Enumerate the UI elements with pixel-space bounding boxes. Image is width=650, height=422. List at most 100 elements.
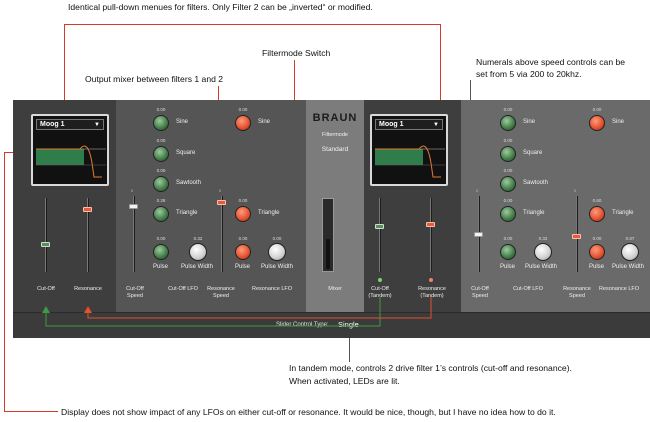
lfo3-sine-knob[interactable] bbox=[500, 115, 516, 131]
lfo4-speed-thumb[interactable] bbox=[572, 234, 581, 239]
filter1-cutoff-thumb[interactable] bbox=[41, 242, 50, 247]
lfo1-square-knob[interactable] bbox=[153, 146, 169, 162]
lfo3-pulse-knob[interactable] bbox=[500, 244, 516, 260]
lfo4-resonance-label: Resonance bbox=[563, 286, 591, 292]
lfo1-footer-label: Cut-Off LFO bbox=[168, 286, 198, 292]
leader-line-display-bottom bbox=[4, 411, 58, 412]
slider-control-type-label: Slider Control Type: bbox=[276, 322, 329, 328]
lfo3-sine-value: 0.00 bbox=[503, 107, 513, 112]
lfo4-sine-knob[interactable] bbox=[589, 115, 605, 131]
lfo4-sine-value: 0.00 bbox=[592, 107, 602, 112]
annotation-numerals-line1: Numerals above speed controls can be bbox=[476, 57, 626, 67]
filter2-cutoff-tandem-led bbox=[378, 278, 382, 282]
braun-logo: BRAUN bbox=[312, 112, 358, 124]
lfo1-pulse-label: Pulse bbox=[153, 264, 169, 270]
lfo3-pulse-width-value: 0.32 bbox=[538, 236, 548, 241]
leader-line-tandem bbox=[349, 336, 350, 362]
lfo1-speed-track[interactable] bbox=[133, 196, 135, 272]
lfo-section-1 bbox=[116, 100, 306, 312]
lfo2-resonance-label: Resonance bbox=[207, 286, 235, 292]
lfo2-pulse-value: 0.00 bbox=[238, 236, 248, 241]
lfo2-speed-track[interactable] bbox=[221, 196, 223, 272]
filter2-resonance-track[interactable] bbox=[430, 198, 432, 272]
lfo1-pulse-width-knob[interactable] bbox=[189, 243, 207, 261]
filter2-resonance-thumb[interactable] bbox=[426, 222, 435, 227]
lfo1-speed-thumb[interactable] bbox=[129, 204, 138, 209]
mixer-slider-track[interactable] bbox=[322, 198, 334, 272]
lfo3-triangle-knob[interactable] bbox=[500, 206, 516, 222]
lfo2-speed-thumb[interactable] bbox=[217, 200, 226, 205]
lfo2-pulse-label: Pulse bbox=[235, 264, 251, 270]
annotation-tandem-line2: When activated, LEDs are lit. bbox=[289, 376, 400, 386]
lfo2-pulse-width-label: Pulse Width bbox=[261, 264, 294, 270]
lfo3-square-label: Square bbox=[523, 150, 543, 156]
lfo4-pulse-label: Pulse bbox=[589, 264, 605, 270]
lfo3-triangle-label: Triangle bbox=[523, 210, 545, 216]
annotation-pulldown-menus: Identical pull-down menues for filters. … bbox=[68, 2, 373, 12]
filter1-display: Moog 1 ▼ bbox=[31, 114, 109, 186]
lfo1-speed-tick: 0 bbox=[131, 188, 134, 193]
lfo2-sine-label: Sine bbox=[258, 119, 271, 125]
lfo2-pulse-width-value: 0.00 bbox=[272, 236, 282, 241]
lfo1-pulse-value: 0.00 bbox=[156, 236, 166, 241]
lfo4-pulse-width-knob[interactable] bbox=[621, 243, 639, 261]
lfo1-sawtooth-knob[interactable] bbox=[153, 176, 169, 192]
filter2-cutoff-label: Cut-Off bbox=[371, 286, 389, 292]
lfo1-triangle-knob[interactable] bbox=[153, 206, 169, 222]
lfo4-footer-label: Resonance LFO bbox=[598, 286, 640, 292]
lfo1-sawtooth-value: 0.00 bbox=[156, 168, 166, 173]
leader-line-menus bbox=[64, 24, 441, 25]
lfo2-triangle-label: Triangle bbox=[258, 210, 280, 216]
lfo4-pulse-knob[interactable] bbox=[589, 244, 605, 260]
red-tandem-arrow bbox=[84, 296, 432, 319]
filter1-preset-dropdown[interactable]: Moog 1 ▼ bbox=[36, 119, 104, 130]
lfo2-sine-knob[interactable] bbox=[235, 115, 251, 131]
lfo3-square-value: 0.00 bbox=[503, 138, 513, 143]
annotation-filtermode-switch: Filtermode Switch bbox=[262, 48, 331, 58]
chevron-down-icon: ▼ bbox=[94, 122, 100, 128]
lfo1-pulse-knob[interactable] bbox=[153, 244, 169, 260]
filter1-resonance-track[interactable] bbox=[87, 198, 89, 272]
filter2-display: Moog 1 ▼ bbox=[370, 114, 448, 186]
lfo2-pulse-width-knob[interactable] bbox=[268, 243, 286, 261]
lfo2-triangle-knob[interactable] bbox=[235, 206, 251, 222]
lfo4-sine-label: Sine bbox=[612, 119, 625, 125]
synth-panel: Moog 1 ▼ Cut-Off Resonance 0 0.00 Sine 0… bbox=[13, 100, 650, 338]
lfo2-pulse-knob[interactable] bbox=[235, 244, 251, 260]
filter2-cutoff-thumb[interactable] bbox=[375, 224, 384, 229]
lfo3-sine-label: Sine bbox=[523, 119, 536, 125]
lfo1-pulse-width-label: Pulse Width bbox=[181, 264, 214, 270]
filter2-preset-label: Moog 1 bbox=[379, 121, 404, 128]
mixer-label: Mixer bbox=[328, 286, 342, 292]
filter1-cutoff-track[interactable] bbox=[45, 198, 47, 272]
lfo3-sawtooth-value: 0.00 bbox=[503, 168, 513, 173]
filter2-cutoff-track[interactable] bbox=[379, 198, 381, 272]
lfo3-pulse-width-knob[interactable] bbox=[534, 243, 552, 261]
lfo4-triangle-label: Triangle bbox=[612, 210, 634, 216]
leader-line-display bbox=[4, 152, 5, 412]
filter2-preset-dropdown[interactable]: Moog 1 ▼ bbox=[375, 119, 443, 130]
lfo1-pulse-width-value: 0.32 bbox=[193, 236, 203, 241]
lfo3-speed-tick: 0 bbox=[476, 188, 479, 193]
slider-control-type-select[interactable]: Single bbox=[338, 320, 359, 329]
lfo1-sawtooth-label: Sawtooth bbox=[176, 180, 202, 186]
lfo3-speed-thumb[interactable] bbox=[474, 232, 483, 237]
lfo2-triangle-value: 0.00 bbox=[238, 198, 248, 203]
lfo1-sine-knob[interactable] bbox=[153, 115, 169, 131]
lfo3-speed-label: Speed bbox=[472, 293, 488, 299]
filter1-preset-label: Moog 1 bbox=[40, 121, 65, 128]
lfo3-sawtooth-knob[interactable] bbox=[500, 176, 516, 192]
lfo2-speed-label: Speed bbox=[213, 293, 229, 299]
lfo4-speed-tick: 0 bbox=[574, 188, 577, 193]
lfo3-pulse-label: Pulse bbox=[500, 264, 516, 270]
lfo1-speed-label: Speed bbox=[127, 293, 143, 299]
filter1-resonance-thumb[interactable] bbox=[83, 207, 92, 212]
lfo1-triangle-label: Triangle bbox=[176, 210, 198, 216]
filter1-cutoff-label: Cut-Off bbox=[37, 286, 55, 292]
annotation-output-mixer: Output mixer between filters 1 and 2 bbox=[85, 74, 224, 84]
filtermode-switch[interactable]: Standard bbox=[321, 146, 349, 153]
lfo3-square-knob[interactable] bbox=[500, 146, 516, 162]
lfo3-triangle-value: 0.00 bbox=[503, 198, 513, 203]
lfo4-triangle-knob[interactable] bbox=[589, 206, 605, 222]
